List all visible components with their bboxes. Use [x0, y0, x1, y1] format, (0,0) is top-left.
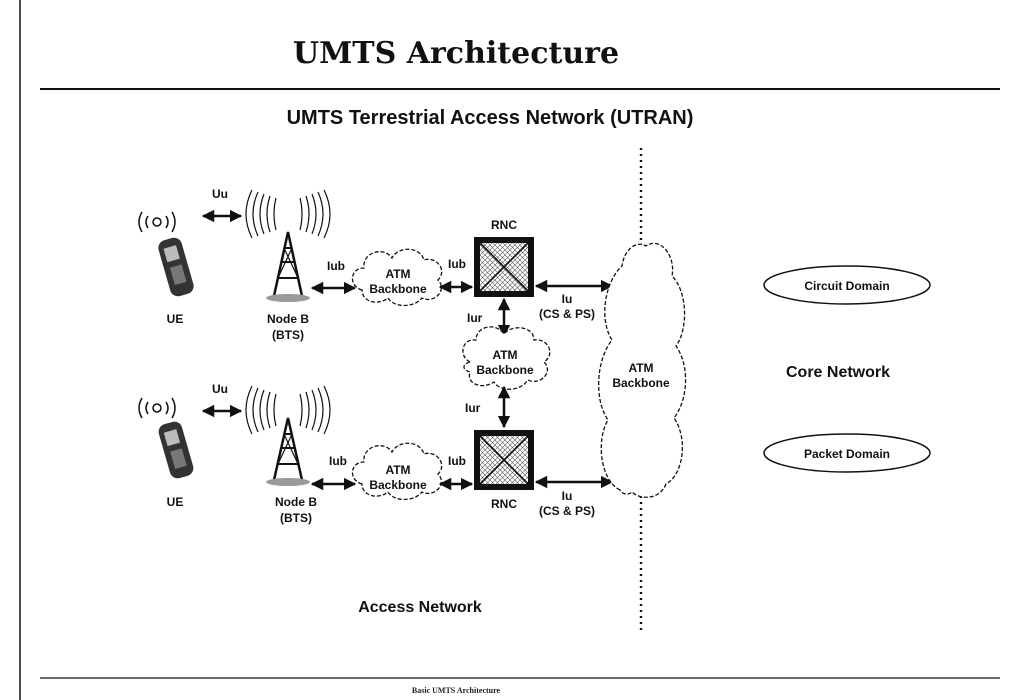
iu-top-label: Iu [562, 292, 573, 306]
atm-backbone-top-cloud: ATM Backbone [351, 248, 443, 307]
packet-domain-label: Packet Domain [804, 447, 890, 461]
rnc-top-box [474, 237, 534, 297]
atm-top-label-1: ATM [385, 267, 410, 281]
atm-middle-label-2: Backbone [476, 363, 534, 377]
circuit-domain-label: Circuit Domain [804, 279, 889, 293]
atm-backbone-bottom-cloud: ATM Backbone [351, 442, 443, 501]
atm-backbone-core-cloud: ATM Backbone [598, 242, 687, 498]
footer-caption: Basic UMTS Architecture [411, 686, 501, 695]
nodeb-bottom-label: Node B [275, 495, 317, 509]
nodeb-bottom-tower-icon [245, 385, 331, 486]
access-network-label: Access Network [358, 599, 482, 616]
uu-top-label: Uu [212, 187, 228, 201]
diagram-subtitle: UMTS Terrestrial Access Network (UTRAN) [286, 107, 694, 129]
iu-bottom-label: Iu [562, 489, 573, 503]
iub-top-left-label: Iub [327, 259, 345, 273]
iu-bottom-sublabel: (CS & PS) [539, 504, 595, 518]
atm-core-label-2: Backbone [612, 376, 670, 390]
atm-bottom-label-2: Backbone [369, 478, 427, 492]
packet-domain-ellipse [763, 433, 931, 473]
atm-middle-label-1: ATM [492, 348, 517, 362]
nodeb-bottom-sublabel: (BTS) [280, 511, 312, 525]
ue-bottom-phone-icon [138, 397, 194, 479]
iub-bottom-left-label: Iub [329, 454, 347, 468]
nodeb-top-tower-icon [245, 189, 331, 302]
ue-bottom-label: UE [167, 495, 184, 509]
iur-bottom-label: Iur [465, 401, 481, 415]
slide-title: UMTS Architecture [292, 36, 620, 71]
atm-backbone-middle-cloud: ATM Backbone [462, 326, 551, 390]
ue-top-label: UE [167, 312, 184, 326]
rnc-bottom-box [474, 430, 534, 490]
iur-top-label: Iur [467, 311, 483, 325]
atm-core-label-1: ATM [628, 361, 653, 375]
nodeb-top-sublabel: (BTS) [272, 328, 304, 342]
iub-bottom-right-label: Iub [448, 454, 466, 468]
iub-top-right-label: Iub [448, 257, 466, 271]
circuit-domain-ellipse [763, 265, 931, 305]
uu-bottom-label: Uu [212, 382, 228, 396]
nodeb-top-label: Node B [267, 312, 309, 326]
atm-bottom-label-1: ATM [385, 463, 410, 477]
rnc-bottom-label: RNC [491, 497, 517, 511]
iu-top-sublabel: (CS & PS) [539, 307, 595, 321]
ue-top-phone-icon [138, 211, 194, 297]
rnc-top-label: RNC [491, 218, 517, 232]
atm-top-label-2: Backbone [369, 282, 427, 296]
core-network-label: Core Network [786, 364, 890, 381]
